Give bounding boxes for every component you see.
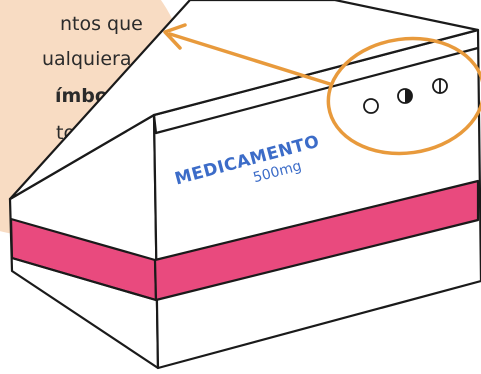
- callout-line-2: ualquiera: [42, 48, 132, 70]
- symbols-highlight: [326, 36, 481, 156]
- barred-circle-symbol: [432, 78, 448, 94]
- callout-line-1: ntos que: [60, 13, 143, 35]
- box-top-face: [8, 0, 480, 201]
- arrow-icon: [163, 23, 332, 86]
- box-bottom-crease: [10, 256, 158, 302]
- box-lid-line: [152, 113, 158, 135]
- box-lid-line-side: [154, 46, 480, 135]
- half-filled-circle-symbol: [397, 88, 413, 104]
- box-side-band: [153, 179, 480, 302]
- medicine-box: [8, 0, 481, 370]
- empty-circle-symbol: [363, 98, 379, 114]
